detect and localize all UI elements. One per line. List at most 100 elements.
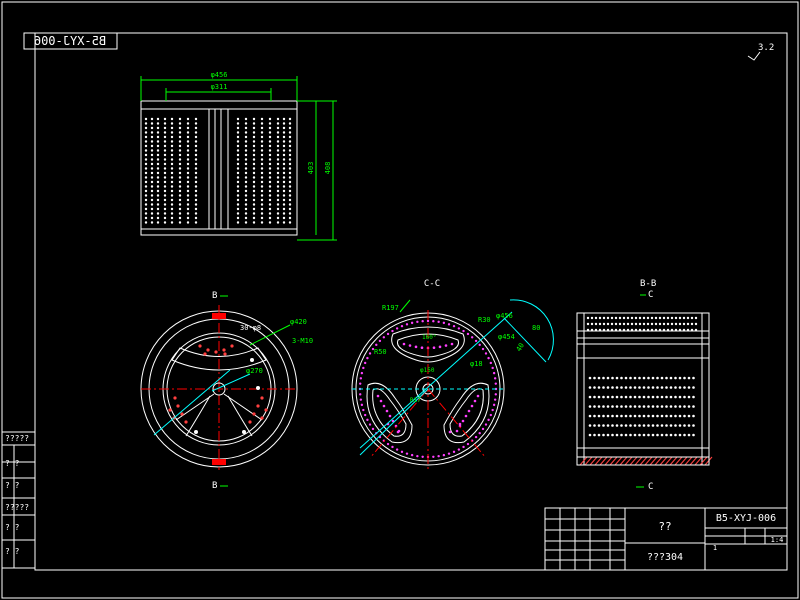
hole: [214, 350, 218, 354]
perforation-hole: [144, 126, 148, 130]
section-bb-title: B-B: [640, 279, 656, 289]
hatch-line: [594, 456, 603, 466]
perforation-hole: [678, 424, 682, 427]
perforation-hole: [630, 328, 634, 332]
perforation-hole: [690, 328, 694, 332]
perforation-hole: [687, 395, 691, 399]
perforation-hole: [244, 140, 248, 143]
perforation-hole: [647, 424, 650, 427]
perimeter-hole: [363, 413, 367, 417]
perforation-hole: [660, 405, 664, 408]
perforation-hole: [678, 395, 682, 399]
perforation-hole: [163, 171, 167, 175]
top-notch: [212, 313, 226, 319]
perforation-hole: [660, 433, 664, 437]
perforation-hole: [194, 171, 198, 175]
perforation-hole: [178, 203, 182, 206]
perforation-hole: [186, 126, 190, 130]
perforation-hole: [156, 171, 160, 175]
stamp-code: B5-XYJ-006: [34, 34, 106, 48]
perforation-hole: [678, 316, 682, 320]
perforation-hole: [654, 328, 658, 332]
perforation-hole: [642, 386, 646, 389]
perforation-hole: [288, 189, 292, 193]
lobe-hole: [402, 342, 406, 346]
perforation-hole: [186, 162, 190, 166]
perforation-hole: [614, 328, 618, 332]
perforation-hole: [194, 189, 198, 193]
perforation-hole: [674, 376, 677, 380]
perforation-hole: [252, 180, 256, 184]
perforation-hole: [634, 328, 638, 332]
perimeter-hole: [470, 336, 474, 339]
perforation-hole: [282, 158, 286, 161]
perimeter-hole: [366, 418, 369, 422]
side-label-3: ? ?: [5, 481, 20, 490]
perforation-hole: [665, 433, 668, 437]
scale-cell: 1:4: [771, 536, 784, 544]
perforation-hole: [683, 433, 686, 437]
perforation-hole: [656, 405, 659, 408]
perforation-hole: [666, 322, 670, 326]
perforation-hole: [658, 322, 662, 326]
section-mark-top: B: [212, 291, 217, 301]
perforation-hole: [633, 433, 637, 437]
perforation-hole: [178, 176, 182, 179]
perforation-hole: [260, 198, 264, 202]
perforation-hole: [194, 212, 198, 215]
perforation-hole: [163, 180, 167, 184]
perforation-hole: [156, 185, 160, 188]
perforation-hole: [282, 153, 286, 157]
perforation-hole: [144, 221, 148, 224]
dim-dia454: φ454: [498, 333, 515, 341]
perforation-hole: [186, 221, 190, 224]
perforation-hole: [288, 158, 292, 161]
perforation-hole: [156, 135, 160, 139]
perforation-hole: [606, 405, 610, 408]
hole: [203, 352, 207, 356]
perforation-hole: [638, 395, 641, 399]
perforation-hole: [236, 194, 240, 197]
perforation-hole: [163, 126, 167, 130]
perimeter-hole: [487, 418, 490, 422]
lobe-hole: [461, 419, 465, 423]
perforation-hole: [178, 167, 182, 170]
perforation-hole: [624, 414, 628, 418]
perforation-hole: [163, 131, 167, 134]
title-cell: ??: [658, 520, 671, 533]
perforation-hole: [236, 158, 240, 161]
perimeter-hole: [405, 323, 409, 326]
perforation-hole: [662, 328, 666, 332]
hatch-line: [629, 456, 638, 466]
dim-40: 40: [515, 342, 526, 353]
perforation-hole: [144, 185, 148, 188]
perimeter-hole: [416, 454, 419, 458]
perforation-hole: [606, 414, 610, 418]
perimeter-hole: [359, 398, 363, 401]
perforation-hole: [687, 386, 691, 389]
perforation-hole: [163, 176, 167, 179]
perforation-hole: [260, 221, 264, 224]
perforation-hole: [186, 194, 190, 197]
perforation-hole: [252, 171, 256, 175]
perforation-hole: [186, 140, 190, 143]
perforation-hole: [282, 203, 286, 206]
title-block: ?? ???304 B5-XYJ-006 1:4 1: [544, 507, 788, 571]
perforation-hole: [252, 135, 256, 139]
perforation-hole: [252, 221, 256, 224]
perforation-hole: [674, 424, 677, 427]
perforation-hole: [268, 212, 272, 215]
perforation-hole: [656, 386, 659, 389]
perforation-hole: [593, 386, 596, 389]
perimeter-hole: [487, 356, 490, 360]
perforation-hole: [633, 405, 637, 408]
perforation-hole: [282, 185, 286, 188]
perforation-hole: [282, 126, 286, 130]
perforation-hole: [150, 126, 154, 130]
perforation-hole: [288, 176, 292, 179]
perimeter-hole: [462, 445, 465, 449]
perforation-hole: [629, 386, 632, 389]
perforation-hole: [144, 194, 148, 197]
perforation-hole: [163, 158, 167, 161]
hole: [206, 348, 210, 352]
